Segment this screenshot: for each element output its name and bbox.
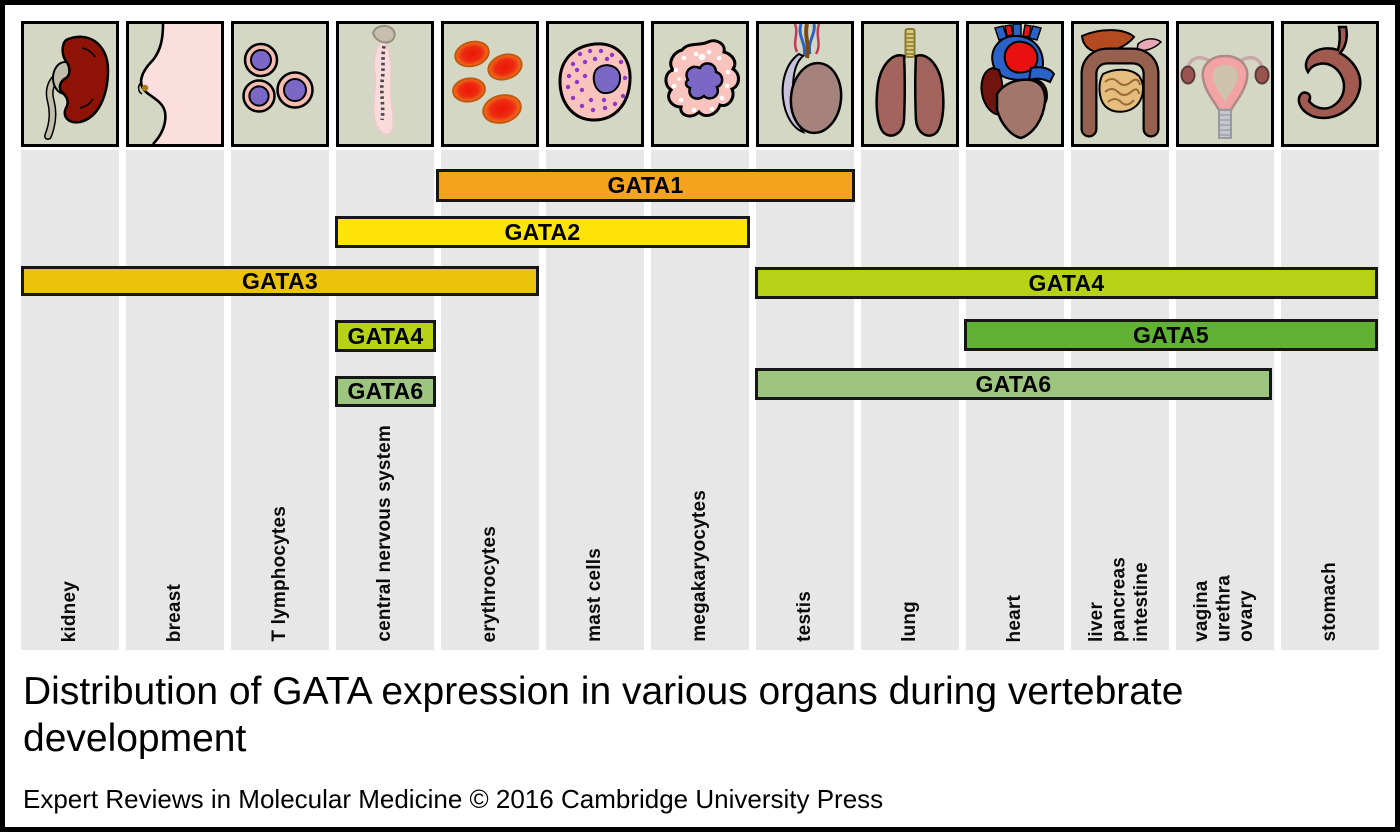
column-label: kidney <box>21 581 119 642</box>
column-label: erythrocytes <box>441 526 539 642</box>
column-label: testis <box>756 591 854 642</box>
heart-icon <box>980 24 1056 140</box>
column-lung: lung <box>861 150 959 650</box>
gata4-cns-bar: GATA4 <box>335 320 436 352</box>
gata4-bar-label: GATA4 <box>1028 269 1105 296</box>
breast-icon <box>137 24 221 144</box>
organ-tile-stomach <box>1281 21 1379 147</box>
testis-icon <box>781 24 843 135</box>
column-label-text: vagina urethra ovary <box>1191 575 1258 642</box>
megakaryocyte-icon <box>664 39 740 118</box>
kidney-icon <box>44 35 110 140</box>
column-label: megakaryocytes <box>651 490 749 642</box>
figure-credit: Expert Reviews in Molecular Medicine © 2… <box>23 784 884 814</box>
organ-tile-breast <box>126 21 224 147</box>
stomach-icon <box>1297 25 1362 120</box>
organ-tile-mast-cells <box>546 21 644 147</box>
column-label: mast cells <box>546 548 644 642</box>
gata6-bar-label: GATA6 <box>975 370 1052 397</box>
lung-icon <box>875 28 945 137</box>
column-label-text: megakaryocytes <box>688 490 710 642</box>
megakaryocyte-granules <box>671 49 731 113</box>
column-label: T lymphocytes <box>231 506 329 642</box>
organ-tile-vagina-urethra-ovary <box>1176 21 1274 147</box>
organ-tiles-row <box>21 21 1379 147</box>
column-label-text: testis <box>793 591 815 642</box>
column-label-text: breast <box>163 583 185 642</box>
erythrocytes-icon <box>452 40 523 124</box>
figure-title: Distribution of GATA expression in vario… <box>23 670 1184 760</box>
organ-tile-testis <box>756 21 854 147</box>
gata1-bar: GATA1 <box>436 169 855 202</box>
column-label-text: heart <box>1003 594 1025 642</box>
organ-tile-t-lymphocytes <box>231 21 329 147</box>
column-label: vagina urethra ovary <box>1176 575 1274 642</box>
column-label-text: central nervous system <box>373 425 395 642</box>
gata4-bar: GATA4 <box>755 267 1378 299</box>
mast-cell-granules <box>565 48 628 113</box>
column-label-text: stomach <box>1318 562 1340 642</box>
central-nervous-system-icon <box>371 24 396 135</box>
gata6-bar: GATA6 <box>755 368 1272 400</box>
column-label: heart <box>966 595 1064 642</box>
column-testis: testis <box>756 150 854 650</box>
gata2-bar-label: GATA2 <box>504 218 581 245</box>
column-label-text: liver pancreas intestine <box>1086 556 1153 642</box>
column-label: stomach <box>1281 562 1379 642</box>
column-heart: heart <box>966 150 1064 650</box>
organ-tile-central-nervous-system <box>336 21 434 147</box>
gata1-bar-label: GATA1 <box>607 172 684 198</box>
vagina-urethra-ovary-icon <box>1180 54 1270 139</box>
column-stomach: stomach <box>1281 150 1379 650</box>
column-label-text: kidney <box>58 580 80 642</box>
column-label-text: lung <box>898 601 920 642</box>
t-lymphocytes-icon <box>242 42 314 113</box>
gata3-bar-label: GATA3 <box>241 267 319 294</box>
column-t-lymphocytes: T lymphocytes <box>231 150 329 650</box>
gata6-cns-bar-label: GATA6 <box>347 378 424 404</box>
gata3-bar: GATA3 <box>21 266 539 296</box>
mast-cell-icon <box>558 42 632 122</box>
column-label: lung <box>861 601 959 642</box>
column-label: breast <box>126 584 224 642</box>
organ-tile-lung <box>861 21 959 147</box>
gata5-bar-label: GATA5 <box>1132 321 1210 348</box>
gata5-bar: GATA5 <box>964 319 1378 351</box>
column-vagina-urethra-ovary: vagina urethra ovary <box>1176 150 1274 650</box>
gata6-cns-bar: GATA6 <box>335 376 436 407</box>
column-label: liver pancreas intestine <box>1071 557 1169 642</box>
organ-tile-heart <box>966 21 1064 147</box>
gata2-bar: GATA2 <box>335 216 750 248</box>
column-label-text: T lymphocytes <box>268 506 290 642</box>
organ-tile-erythrocytes <box>441 21 539 147</box>
organ-tile-liver-pancreas-intestine <box>1071 21 1169 147</box>
column-liver-pancreas-intestine: liver pancreas intestine <box>1071 150 1169 650</box>
gata4-cns-bar-label: GATA4 <box>347 322 424 349</box>
column-label: central nervous system <box>336 425 434 642</box>
column-label-text: erythrocytes <box>478 525 500 642</box>
organ-tile-kidney <box>21 21 119 147</box>
column-breast: breast <box>126 150 224 650</box>
column-kidney: kidney <box>21 150 119 650</box>
organ-tile-megakaryocytes <box>651 21 749 147</box>
liver-pancreas-intestine-icon <box>1080 29 1163 138</box>
column-label-text: mast cells <box>583 548 605 642</box>
